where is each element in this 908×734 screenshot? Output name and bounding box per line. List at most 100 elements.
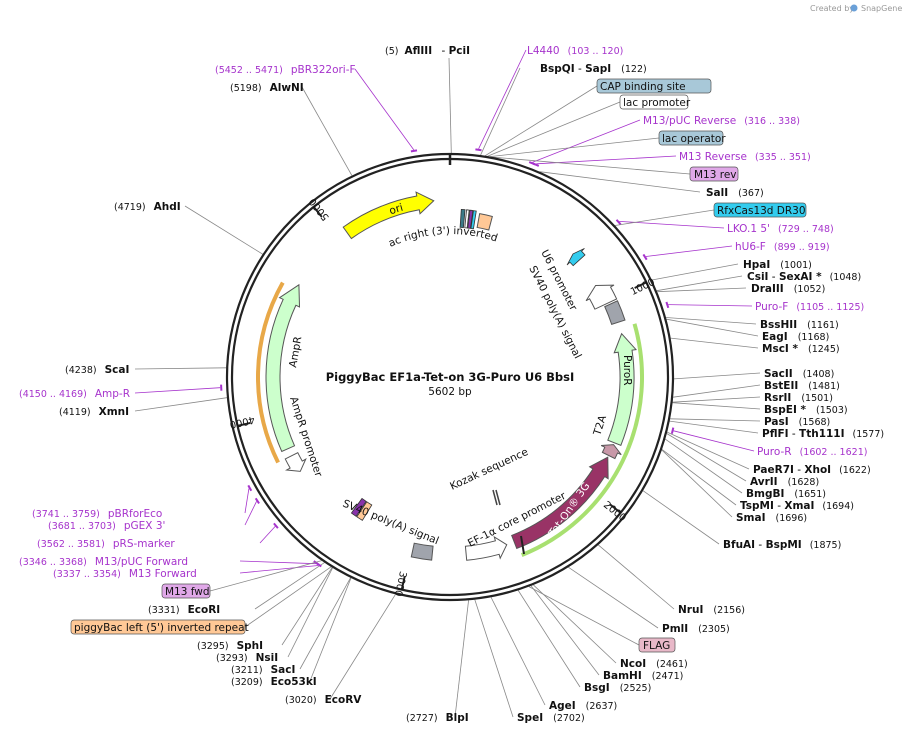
enzyme-leader-line bbox=[254, 562, 325, 610]
primer-label-pgex3[interactable]: (3681 .. 3703)pGEX 3' bbox=[48, 520, 165, 532]
enzyme-label-pasi[interactable]: PasI(1568) bbox=[764, 416, 830, 428]
primer-label-l4440[interactable]: L4440(103 .. 120) bbox=[527, 45, 623, 57]
primer-binding-mark bbox=[670, 427, 675, 434]
ampr-feature[interactable] bbox=[265, 283, 301, 453]
primer-binding-mark bbox=[642, 253, 648, 261]
primer-leader-line bbox=[259, 526, 276, 544]
enzyme-label-agei[interactable]: AgeI(2637) bbox=[549, 700, 617, 712]
feature-labels: ori piggyBac right (3') inverted repeat … bbox=[0, 0, 633, 550]
enzyme-label-tspmi[interactable]: TspMI - XmaI(1694) bbox=[740, 500, 854, 512]
enzyme-label-spei[interactable]: SpeI(2702) bbox=[517, 712, 585, 724]
flag-box[interactable] bbox=[638, 637, 676, 653]
enzyme-label-bspqi[interactable]: BspQI - SapI(122) bbox=[540, 63, 647, 75]
enzyme-label-bsteii[interactable]: BstEII(1481) bbox=[764, 380, 840, 392]
sv40-polya-right-feature[interactable] bbox=[604, 300, 626, 326]
primer-label-m13-puc-reverse[interactable]: M13/pUC Reverse(316 .. 338) bbox=[643, 115, 800, 127]
enzyme-label-ecori[interactable]: (3331)EcoRI bbox=[148, 604, 220, 616]
tick-mark bbox=[400, 576, 406, 590]
primer-label-prs-marker[interactable]: (3562 .. 3581)pRS-marker bbox=[37, 538, 175, 550]
enzyme-label-hpai[interactable]: HpaI(1001) bbox=[743, 259, 812, 271]
primer-label-m13-puc-forward[interactable]: (3346 .. 3368)M13/pUC Forward bbox=[19, 556, 188, 568]
ori-feature[interactable] bbox=[342, 191, 435, 240]
enzyme-label-msci[interactable]: MscI *(1245) bbox=[762, 343, 840, 355]
enzyme-label-bamhi[interactable]: BamHI(2471) bbox=[603, 670, 683, 682]
sv40-polya-left-label: SV40 poly(A) signal bbox=[341, 498, 441, 548]
enzyme-label-bspei[interactable]: BspEI *(1503) bbox=[764, 404, 848, 416]
enzyme-leader-line bbox=[656, 275, 743, 292]
enzyme-label-ahdi[interactable]: (4719)AhdI bbox=[114, 201, 181, 213]
enzyme-label-nsii[interactable]: (3293)NsiI bbox=[216, 652, 278, 664]
enzyme-label-alwni[interactable]: (5198)AlwNI bbox=[230, 82, 304, 94]
primer-leader-line bbox=[478, 49, 527, 149]
enzyme-label-pflfi[interactable]: PflFI - Tth111I(1577) bbox=[762, 428, 884, 440]
enzyme-label-bsshii[interactable]: BssHII(1161) bbox=[760, 319, 839, 331]
enzyme-leader-line bbox=[448, 57, 452, 154]
primer-label-amp-r[interactable]: (4150 .. 4169)Amp-R bbox=[19, 388, 130, 400]
enzyme-leader-line bbox=[664, 438, 743, 494]
outer-labels: (5)AflIII - PciI L4440(103 .. 120) BspQI… bbox=[19, 45, 884, 724]
enzyme-label-sacii[interactable]: SacII(1408) bbox=[764, 368, 834, 380]
lac-operator-box[interactable] bbox=[658, 130, 724, 146]
m13-fwd-box[interactable] bbox=[161, 583, 211, 599]
enzyme-leader-line bbox=[539, 171, 701, 193]
sv40-polya-left-feature[interactable] bbox=[410, 542, 434, 561]
enzyme-label-draiii[interactable]: DraIII(1052) bbox=[751, 283, 825, 295]
enzyme-label-sali[interactable]: SalI(367) bbox=[706, 187, 764, 199]
enzyme-leader-line bbox=[651, 263, 739, 281]
enzyme-label-ecorv[interactable]: (3020)EcoRV bbox=[285, 694, 362, 706]
primer-binding-mark bbox=[665, 301, 670, 309]
primer-label-lko1[interactable]: LKO.1 5'(729 .. 748) bbox=[727, 223, 834, 235]
enzyme-label-eco53ki[interactable]: (3209)Eco53kI bbox=[231, 676, 317, 688]
primer-label-pbrforeco[interactable]: (3741 .. 3759)pBRforEco bbox=[32, 508, 162, 520]
m13-rev-box[interactable] bbox=[689, 166, 739, 182]
enzyme-label-avrii[interactable]: AvrII(1628) bbox=[750, 476, 819, 488]
label-leader-lines bbox=[134, 49, 761, 718]
feature-leader-line bbox=[487, 101, 621, 157]
primer-label-m13-reverse[interactable]: M13 Reverse(335 .. 351) bbox=[679, 151, 811, 163]
puror-feature[interactable] bbox=[607, 332, 637, 447]
primer-label-puro-r[interactable]: Puro-R(1602 .. 1621) bbox=[757, 446, 867, 458]
enzyme-label-nrui[interactable]: NruI(2156) bbox=[678, 604, 745, 616]
enzyme-label-saci[interactable]: (3211)SacI bbox=[231, 664, 295, 676]
enzyme-label-bfuai[interactable]: BfuAI - BspMI(1875) bbox=[723, 539, 841, 551]
piggybac-right-feature[interactable] bbox=[476, 213, 493, 231]
enzyme-leader-line bbox=[661, 449, 737, 506]
piggybac-left-label: piggyBac left (5') inverted repeat bbox=[74, 622, 249, 634]
lac-operator-label: lac operator bbox=[662, 133, 726, 145]
u6-promoter-feature[interactable] bbox=[585, 284, 618, 310]
enzyme-label-aflIII[interactable]: (5)AflIII - PciI bbox=[385, 45, 470, 57]
enzyme-label-xmni[interactable]: (4119)XmnI bbox=[59, 406, 129, 418]
primer-label-m13-forward[interactable]: (3337 .. 3354)M13 Forward bbox=[53, 568, 197, 580]
enzyme-label-eagi[interactable]: EagI(1168) bbox=[762, 331, 829, 343]
enzyme-label-ncoi[interactable]: NcoI(2461) bbox=[620, 658, 688, 670]
puror-orf-outline bbox=[520, 323, 644, 557]
puror-label: PuroR bbox=[621, 355, 633, 386]
lac-promoter-label: lac promoter bbox=[623, 97, 691, 109]
t2a-feature[interactable] bbox=[600, 444, 622, 460]
primer-label-pbr322ori-f[interactable]: (5452 .. 5471)pBR322ori-F bbox=[215, 64, 356, 76]
enzyme-label-bsgi[interactable]: BsgI(2525) bbox=[584, 682, 651, 694]
primer-label-hu6f[interactable]: hU6-F(899 .. 919) bbox=[735, 241, 830, 253]
cap-binding-site-box[interactable] bbox=[596, 78, 712, 94]
enzyme-label-scai[interactable]: (4238)ScaI bbox=[65, 364, 129, 376]
cap-binding-site-label: CAP binding site bbox=[600, 81, 686, 93]
primer-label-puro-f[interactable]: Puro-F(1105 .. 1125) bbox=[755, 301, 864, 313]
tet-on-feature[interactable] bbox=[511, 456, 609, 550]
rfxcas13d-dr30-box[interactable] bbox=[713, 202, 807, 218]
lac-promoter-box[interactable] bbox=[619, 94, 689, 110]
ef1a-promoter-feature[interactable] bbox=[464, 535, 508, 561]
enzyme-label-bmgbi[interactable]: BmgBI(1651) bbox=[746, 488, 826, 500]
enzyme-label-smai[interactable]: SmaI(1696) bbox=[736, 512, 807, 524]
piggybac-left-box[interactable] bbox=[70, 619, 246, 635]
enzyme-label-pmli[interactable]: PmlI(2305) bbox=[662, 623, 730, 635]
kozak-mark-1 bbox=[492, 489, 498, 506]
enzyme-label-blpi[interactable]: (2727)BlpI bbox=[406, 712, 469, 724]
enzyme-label-sphi[interactable]: (3295)SphI bbox=[197, 640, 263, 652]
enzyme-label-rsrii[interactable]: RsrII(1501) bbox=[764, 392, 833, 404]
enzyme-label-csii[interactable]: CsiI - SexAI *(1048) bbox=[747, 271, 861, 283]
rfxcas13d-dr30-feature[interactable] bbox=[566, 248, 586, 267]
kozak-label: Kozak sequence bbox=[448, 446, 530, 493]
tet-on-label: Tet-On® 3G bbox=[546, 480, 592, 539]
enzyme-label-paer7i[interactable]: PaeR7I - XhoI(1622) bbox=[753, 464, 871, 476]
ampr-promoter-feature[interactable] bbox=[284, 452, 307, 472]
